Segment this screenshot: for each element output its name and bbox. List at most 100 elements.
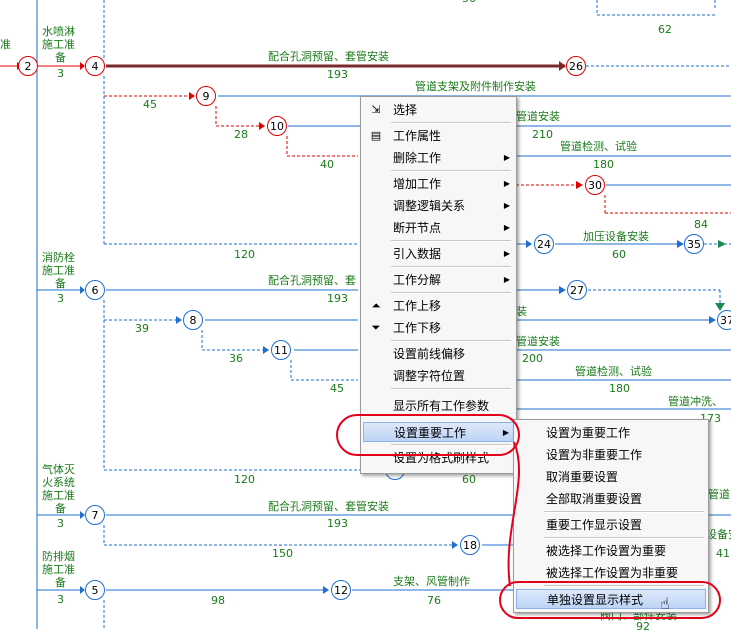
node-10[interactable]: 10 xyxy=(267,116,287,136)
menu-item-show-params[interactable]: 显示所有工作参数 xyxy=(363,396,514,416)
context-menu: ⇲ 选择 ▤ 工作属性 删除工作 ▶ 增加工作 ▶ 调整逻辑关系 ▶ 断开节点 … xyxy=(360,96,517,474)
submenu-item-selected-unimportant[interactable]: 被选择工作设置为非重要 xyxy=(516,563,706,583)
duration-label: 120 xyxy=(234,473,255,486)
menu-item-add[interactable]: 增加工作 ▶ xyxy=(363,174,514,194)
group-label-hydrant-1: 消防栓 xyxy=(42,251,75,264)
submenu-item-display-settings[interactable]: 重要工作显示设置 xyxy=(516,515,706,535)
menu-item-label: 设置重要工作 xyxy=(394,426,467,440)
menu-separator xyxy=(544,537,704,539)
annotation-connector xyxy=(507,441,521,587)
duration-label: 3 xyxy=(57,67,64,80)
duration-label: 45 xyxy=(330,382,344,395)
node-7[interactable]: 7 xyxy=(85,505,105,525)
activity-label: 配合孔洞预留、套管安装 xyxy=(268,50,389,63)
duration-label: 150 xyxy=(272,547,293,560)
hand-cursor-icon: ☝ xyxy=(660,594,670,613)
node-12[interactable]: 12 xyxy=(331,580,351,600)
activity-label: 管道 xyxy=(708,488,730,501)
activity-label: 配合孔洞预留、套 xyxy=(268,274,356,287)
menu-item-label: 增加工作 xyxy=(393,177,442,191)
node-9[interactable]: 9 xyxy=(196,86,216,106)
menu-item-label: 调整逻辑关系 xyxy=(393,199,466,213)
submenu-arrow-icon: ▶ xyxy=(503,201,510,210)
menu-separator xyxy=(391,122,511,124)
duration-label: 3 xyxy=(57,593,64,606)
duration-label: 45 xyxy=(143,98,157,111)
node-6[interactable]: 6 xyxy=(85,280,105,300)
duration-label: 39 xyxy=(135,322,149,335)
node-35[interactable]: 35 xyxy=(684,234,704,254)
node-26[interactable]: 26 xyxy=(566,56,586,76)
node-37[interactable]: 37 xyxy=(717,310,731,330)
menu-separator xyxy=(544,585,704,587)
menu-item-properties[interactable]: ▤ 工作属性 xyxy=(363,126,514,146)
node-30[interactable]: 30 xyxy=(585,175,605,195)
node-2[interactable]: 2 xyxy=(18,56,38,76)
submenu-item-cancel-all[interactable]: 全部取消重要设置 xyxy=(516,489,706,509)
duration-label: 210 xyxy=(532,128,553,141)
submenu-item-set-unimportant[interactable]: 设置为非重要工作 xyxy=(516,445,706,465)
menu-item-label: 断开节点 xyxy=(393,221,442,235)
group-label-sprinkler-1: 水喷淋 xyxy=(42,25,75,38)
node-24[interactable]: 24 xyxy=(534,234,554,254)
node-27[interactable]: 27 xyxy=(567,280,587,300)
menu-item-move-up[interactable]: ⏶ 工作上移 xyxy=(363,296,514,316)
group-label-smoke-2: 施工准 xyxy=(42,563,75,576)
submenu-arrow-icon: ▶ xyxy=(503,153,510,162)
menu-item-char-position[interactable]: 调整字符位置 xyxy=(363,366,514,386)
activity-label: 装 xyxy=(516,305,527,318)
annotation-circle xyxy=(499,581,721,619)
duration-label: 193 xyxy=(327,68,348,81)
submenu-item-set-important[interactable]: 设置为重要工作 xyxy=(516,423,706,443)
duration-label: 41 xyxy=(716,547,730,560)
activity-label: 加压设备安装 xyxy=(583,230,649,243)
menu-item-import[interactable]: 引入数据 ▶ xyxy=(363,244,514,264)
group-label-gas-1: 气体灭 xyxy=(42,463,75,476)
group-label-gas-4: 备 xyxy=(55,502,66,515)
activity-label: 配合孔洞预留、套管安装 xyxy=(268,500,389,513)
menu-item-decompose[interactable]: 工作分解 ▶ xyxy=(363,270,514,290)
duration-label: 180 xyxy=(609,382,630,395)
submenu-item-cancel[interactable]: 取消重要设置 xyxy=(516,467,706,487)
menu-item-label: 工作上移 xyxy=(393,299,442,313)
menu-item-label: 删除工作 xyxy=(393,151,442,165)
menu-separator xyxy=(391,444,511,446)
node-5[interactable]: 5 xyxy=(85,580,105,600)
menu-separator xyxy=(544,511,704,513)
duration-label: 56 xyxy=(462,0,476,5)
important-work-submenu: 设置为重要工作 设置为非重要工作 取消重要设置 全部取消重要设置 重要工作显示设… xyxy=(513,419,709,613)
activity-label: 管道支架及附件制作安装 xyxy=(415,80,536,93)
duration-label: 84 xyxy=(694,218,708,231)
duration-label: 36 xyxy=(229,352,243,365)
duration-label: 60 xyxy=(462,473,476,486)
group-label-hydrant-2: 施工准 xyxy=(42,264,75,277)
group-label-smoke-3: 备 xyxy=(55,576,66,589)
duration-label: 193 xyxy=(327,517,348,530)
group-label-smoke-1: 防排烟 xyxy=(42,550,75,563)
node-18[interactable]: 18 xyxy=(460,535,480,555)
menu-separator xyxy=(391,292,511,294)
menu-item-break-node[interactable]: 断开节点 ▶ xyxy=(363,218,514,238)
menu-separator xyxy=(391,170,511,172)
menu-item-front-offset[interactable]: 设置前线偏移 xyxy=(363,344,514,364)
menu-item-move-down[interactable]: ⏷ 工作下移 xyxy=(363,318,514,338)
menu-item-set-important[interactable]: 设置重要工作 ▶ xyxy=(363,422,514,442)
duration-label: 60 xyxy=(612,248,626,261)
submenu-item-selected-important[interactable]: 被选择工作设置为重要 xyxy=(516,541,706,561)
duration-label: 28 xyxy=(234,128,248,141)
submenu-arrow-icon: ▶ xyxy=(503,223,510,232)
menu-item-label: 重要工作显示设置 xyxy=(546,518,643,532)
node-4[interactable]: 4 xyxy=(85,56,105,76)
menu-item-select[interactable]: ⇲ 选择 xyxy=(363,100,514,120)
menu-item-label: 调整字符位置 xyxy=(393,369,466,383)
menu-separator xyxy=(391,388,511,390)
menu-item-delete[interactable]: 删除工作 ▶ xyxy=(363,148,514,168)
node-11[interactable]: 11 xyxy=(271,340,291,360)
duration-label: 76 xyxy=(427,594,441,607)
move-down-icon: ⏷ xyxy=(371,321,381,334)
menu-item-label: 设置为重要工作 xyxy=(546,426,631,440)
node-8[interactable]: 8 xyxy=(183,310,203,330)
group-label-cut: 准 xyxy=(0,38,11,51)
group-label-sprinkler-3: 备 xyxy=(55,51,66,64)
menu-item-logic[interactable]: 调整逻辑关系 ▶ xyxy=(363,196,514,216)
